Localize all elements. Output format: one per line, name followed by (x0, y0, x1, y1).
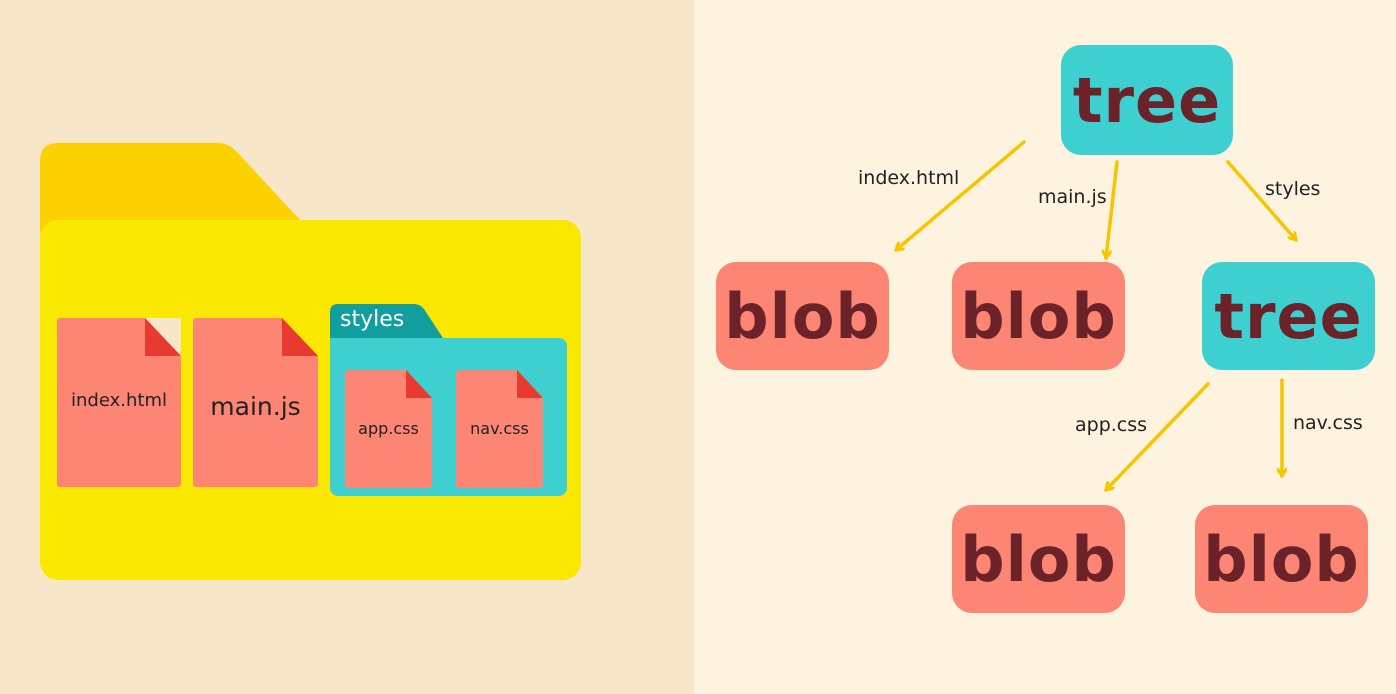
node-root-tree: tree (1061, 45, 1233, 155)
node-tree-styles: tree (1202, 262, 1375, 370)
folder-tab (40, 143, 300, 233)
file-nav-css: nav.css (456, 370, 543, 488)
node-blob-app-css: blob (952, 505, 1125, 613)
folded-corner-icon (145, 318, 181, 356)
subfolder-tab (330, 304, 443, 338)
edge-arrow (1106, 160, 1119, 260)
folder-illustration-panel: index.html main.js styles app.css nav.cs… (0, 0, 694, 694)
subfolder-name: styles (340, 307, 405, 332)
file-app-css: app.css (345, 370, 432, 488)
node-blob-main-js: blob (952, 262, 1125, 370)
edge-arrow (1226, 160, 1298, 242)
node-blob-index-html: blob (716, 262, 889, 370)
edge-label-index-html: index.html (858, 167, 960, 189)
file-label: main.js (210, 392, 301, 421)
edge-label-nav-css: nav.css (1293, 412, 1363, 434)
edge-label-main-js: main.js (1038, 186, 1107, 208)
node-blob-nav-css: blob (1195, 505, 1368, 613)
edge-label-app-css: app.css (1075, 414, 1148, 436)
folded-corner-icon (282, 318, 318, 356)
edge-arrow (1104, 382, 1210, 492)
file-main-js: main.js (193, 318, 318, 487)
file-label: index.html (71, 390, 167, 411)
file-index-html: index.html (57, 318, 181, 487)
folded-corner-icon (406, 370, 432, 398)
file-label: nav.css (470, 419, 529, 438)
file-label: app.css (358, 419, 419, 438)
edge-arrow (894, 140, 1026, 252)
folded-corner-icon (517, 370, 543, 398)
graph-edges (894, 140, 1298, 492)
edge-label-styles: styles (1265, 178, 1321, 200)
